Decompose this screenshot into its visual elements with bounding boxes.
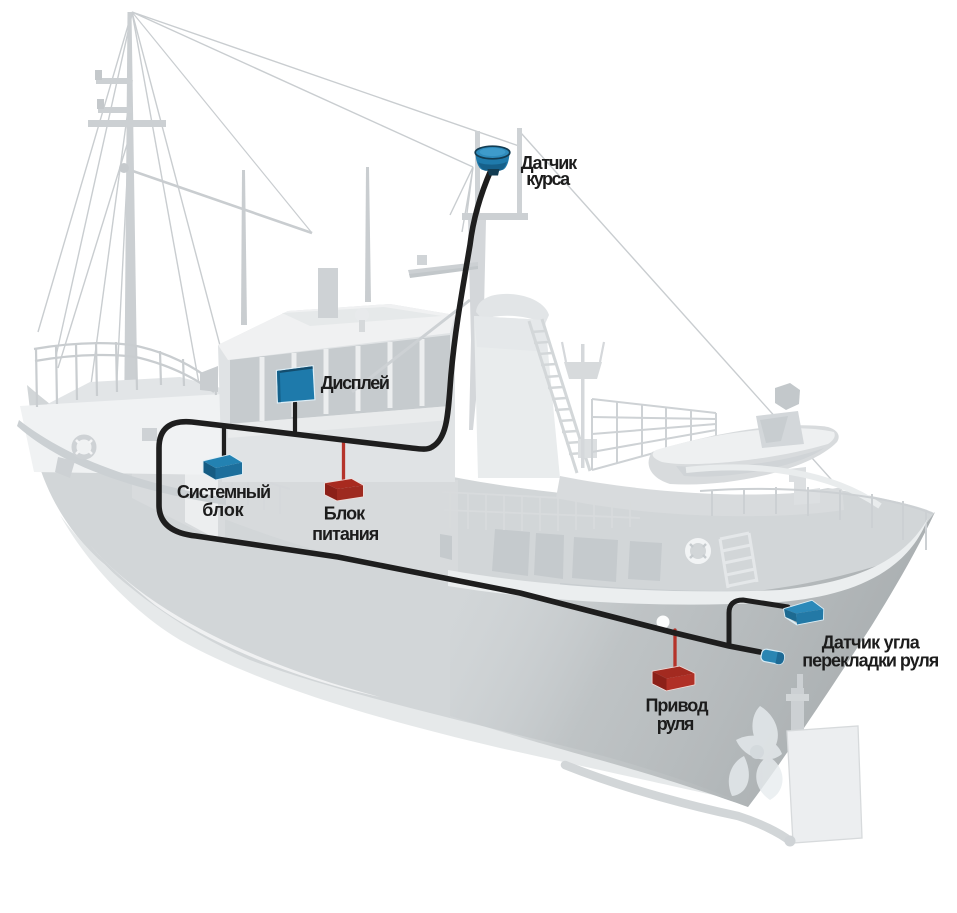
svg-text:руля: руля xyxy=(657,714,695,734)
svg-text:Датчик: Датчик xyxy=(521,153,578,173)
svg-text:перекладки руля: перекладки руля xyxy=(802,651,939,671)
svg-text:Привод: Привод xyxy=(646,696,710,716)
svg-text:курса: курса xyxy=(526,169,571,189)
svg-text:Блок: Блок xyxy=(324,504,366,524)
svg-text:блок: блок xyxy=(202,500,244,520)
svg-text:Датчик угла: Датчик угла xyxy=(822,633,921,653)
svg-text:Дисплей: Дисплей xyxy=(321,373,390,393)
svg-text:питания: питания xyxy=(312,524,379,544)
svg-text:Системный: Системный xyxy=(177,482,271,502)
